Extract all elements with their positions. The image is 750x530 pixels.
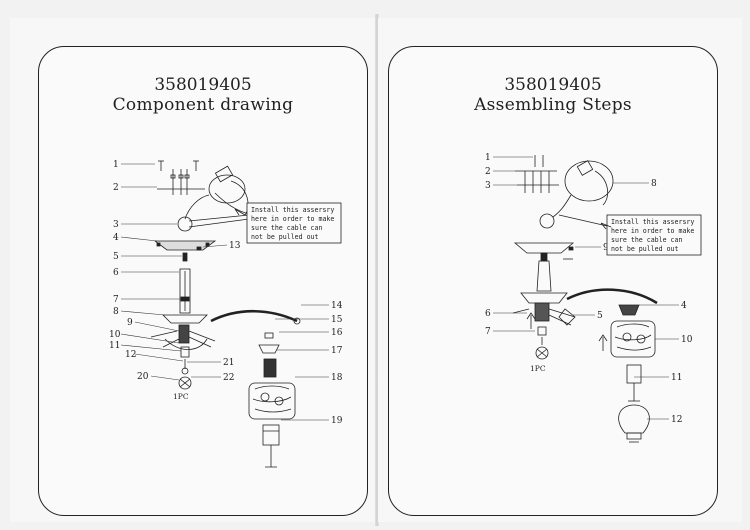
nut-icon (537, 326, 547, 336)
page-fold (375, 14, 379, 526)
part-label: 7 (485, 327, 491, 337)
part-label: 4 (113, 233, 119, 243)
assembling-steps-panel: 358019405 Assembling Steps (388, 46, 718, 516)
socket-stem-icon (626, 364, 642, 402)
canopy-icon (153, 240, 217, 251)
part-label: 9 (603, 243, 609, 253)
part-label: 2 (485, 167, 491, 177)
part-label: 6 (113, 268, 119, 278)
part-label: 8 (113, 307, 119, 317)
rod-nut-icon (182, 252, 188, 262)
crystal-pendant-icon (178, 376, 192, 390)
up-arrow-icon (598, 334, 608, 351)
part-label: 14 (331, 301, 343, 311)
part-label: 9 (127, 318, 133, 328)
right-page: 358019405 Assembling Steps (378, 18, 742, 522)
crystal-pendant-icon (535, 346, 549, 360)
lamp-arm-icon (210, 309, 298, 323)
note-line: not be pulled out (611, 245, 679, 253)
part-label: 13 (229, 241, 241, 251)
quantity-label: 1PC (530, 364, 546, 373)
part-label: 7 (113, 295, 119, 305)
leader-lines (493, 156, 679, 420)
note-line: here in order to make (251, 215, 334, 223)
cable-cluster-icon (150, 324, 216, 350)
screw-icon (158, 160, 199, 171)
socket-stem-icon (262, 424, 280, 468)
left-part-labels: 1 2 3 4 5 6 7 8 9 10 11 12 13 14 15 16 1 (109, 160, 343, 426)
component-exploded-diagram: 1 2 3 4 5 6 7 8 9 10 11 12 13 14 15 16 1 (109, 160, 343, 468)
assembly-diagram: 1 2 3 4 5 6 7 8 9 10 11 12 1PC (485, 153, 702, 443)
part-label: 1 (113, 160, 119, 170)
part-label: 12 (671, 415, 682, 425)
part-label: 8 (651, 179, 657, 189)
up-arrow-icon (526, 312, 536, 329)
part-label: 18 (331, 373, 343, 383)
part-label: 15 (331, 315, 343, 325)
lampholder-icon (263, 358, 277, 378)
right-page-title: Assembling Steps (474, 95, 632, 115)
ceiling-cup-icon (162, 314, 208, 324)
lamp-body-icon (512, 260, 576, 326)
note-line: not be pulled out (251, 233, 319, 241)
part-label: 4 (681, 301, 687, 311)
part-label: 2 (113, 183, 119, 193)
part-label: 3 (113, 220, 119, 230)
note-line: sure the cable can (611, 236, 682, 244)
arrow-icon (234, 208, 246, 216)
ring-nut-icon (264, 332, 274, 339)
lamp-shade-icon (610, 320, 656, 358)
hook-ring-icon (177, 216, 193, 232)
part-label: 5 (113, 252, 119, 262)
down-rod-icon (179, 268, 191, 314)
part-label: 11 (109, 341, 120, 351)
part-label: 22 (223, 373, 234, 383)
cable-installation-note: Install this assersry here in order to m… (246, 202, 342, 244)
cable-installation-note: Install this assersry here in order to m… (606, 214, 702, 256)
part-label: 6 (485, 309, 491, 319)
lamp-shade-icon (248, 382, 296, 420)
screw-icon (515, 155, 559, 193)
note-line: Install this assersry (251, 206, 334, 214)
left-model-number: 358019405 (154, 75, 252, 95)
bulb-cup-icon (258, 344, 280, 354)
arrow-icon (600, 222, 612, 230)
part-label: 16 (331, 328, 343, 338)
note-line: sure the cable can (251, 224, 322, 232)
part-label: 20 (137, 372, 149, 382)
leader-lines (120, 163, 329, 421)
part-label: 1 (485, 153, 491, 163)
part-label: 11 (671, 373, 682, 383)
canopy-icon (513, 242, 575, 254)
left-page-title: Component drawing (112, 95, 294, 115)
part-label: 17 (331, 346, 343, 356)
part-label: 5 (597, 311, 603, 321)
quantity-label: 1PC (173, 392, 189, 401)
hook-ring-icon (539, 213, 555, 229)
nut-icon (180, 346, 190, 358)
component-drawing-panel: 358019405 Component drawing (38, 46, 368, 516)
part-label: 10 (681, 335, 693, 345)
part-label: 3 (485, 181, 491, 191)
part-label: 19 (331, 416, 343, 426)
note-line: here in order to make (611, 227, 694, 235)
part-label: 10 (109, 330, 121, 340)
right-model-number: 358019405 (504, 75, 602, 95)
lamp-arm-icon (566, 288, 658, 305)
mounting-bolt-icon (157, 169, 205, 195)
part-label: 12 (125, 350, 136, 360)
right-part-labels: 1 2 3 4 5 6 7 8 9 10 11 12 1PC (485, 153, 693, 425)
note-line: Install this assersry (611, 218, 694, 226)
part-label: 21 (223, 358, 234, 368)
left-page: 358019405 Component drawing (10, 18, 376, 522)
light-bulb-icon (618, 404, 650, 443)
